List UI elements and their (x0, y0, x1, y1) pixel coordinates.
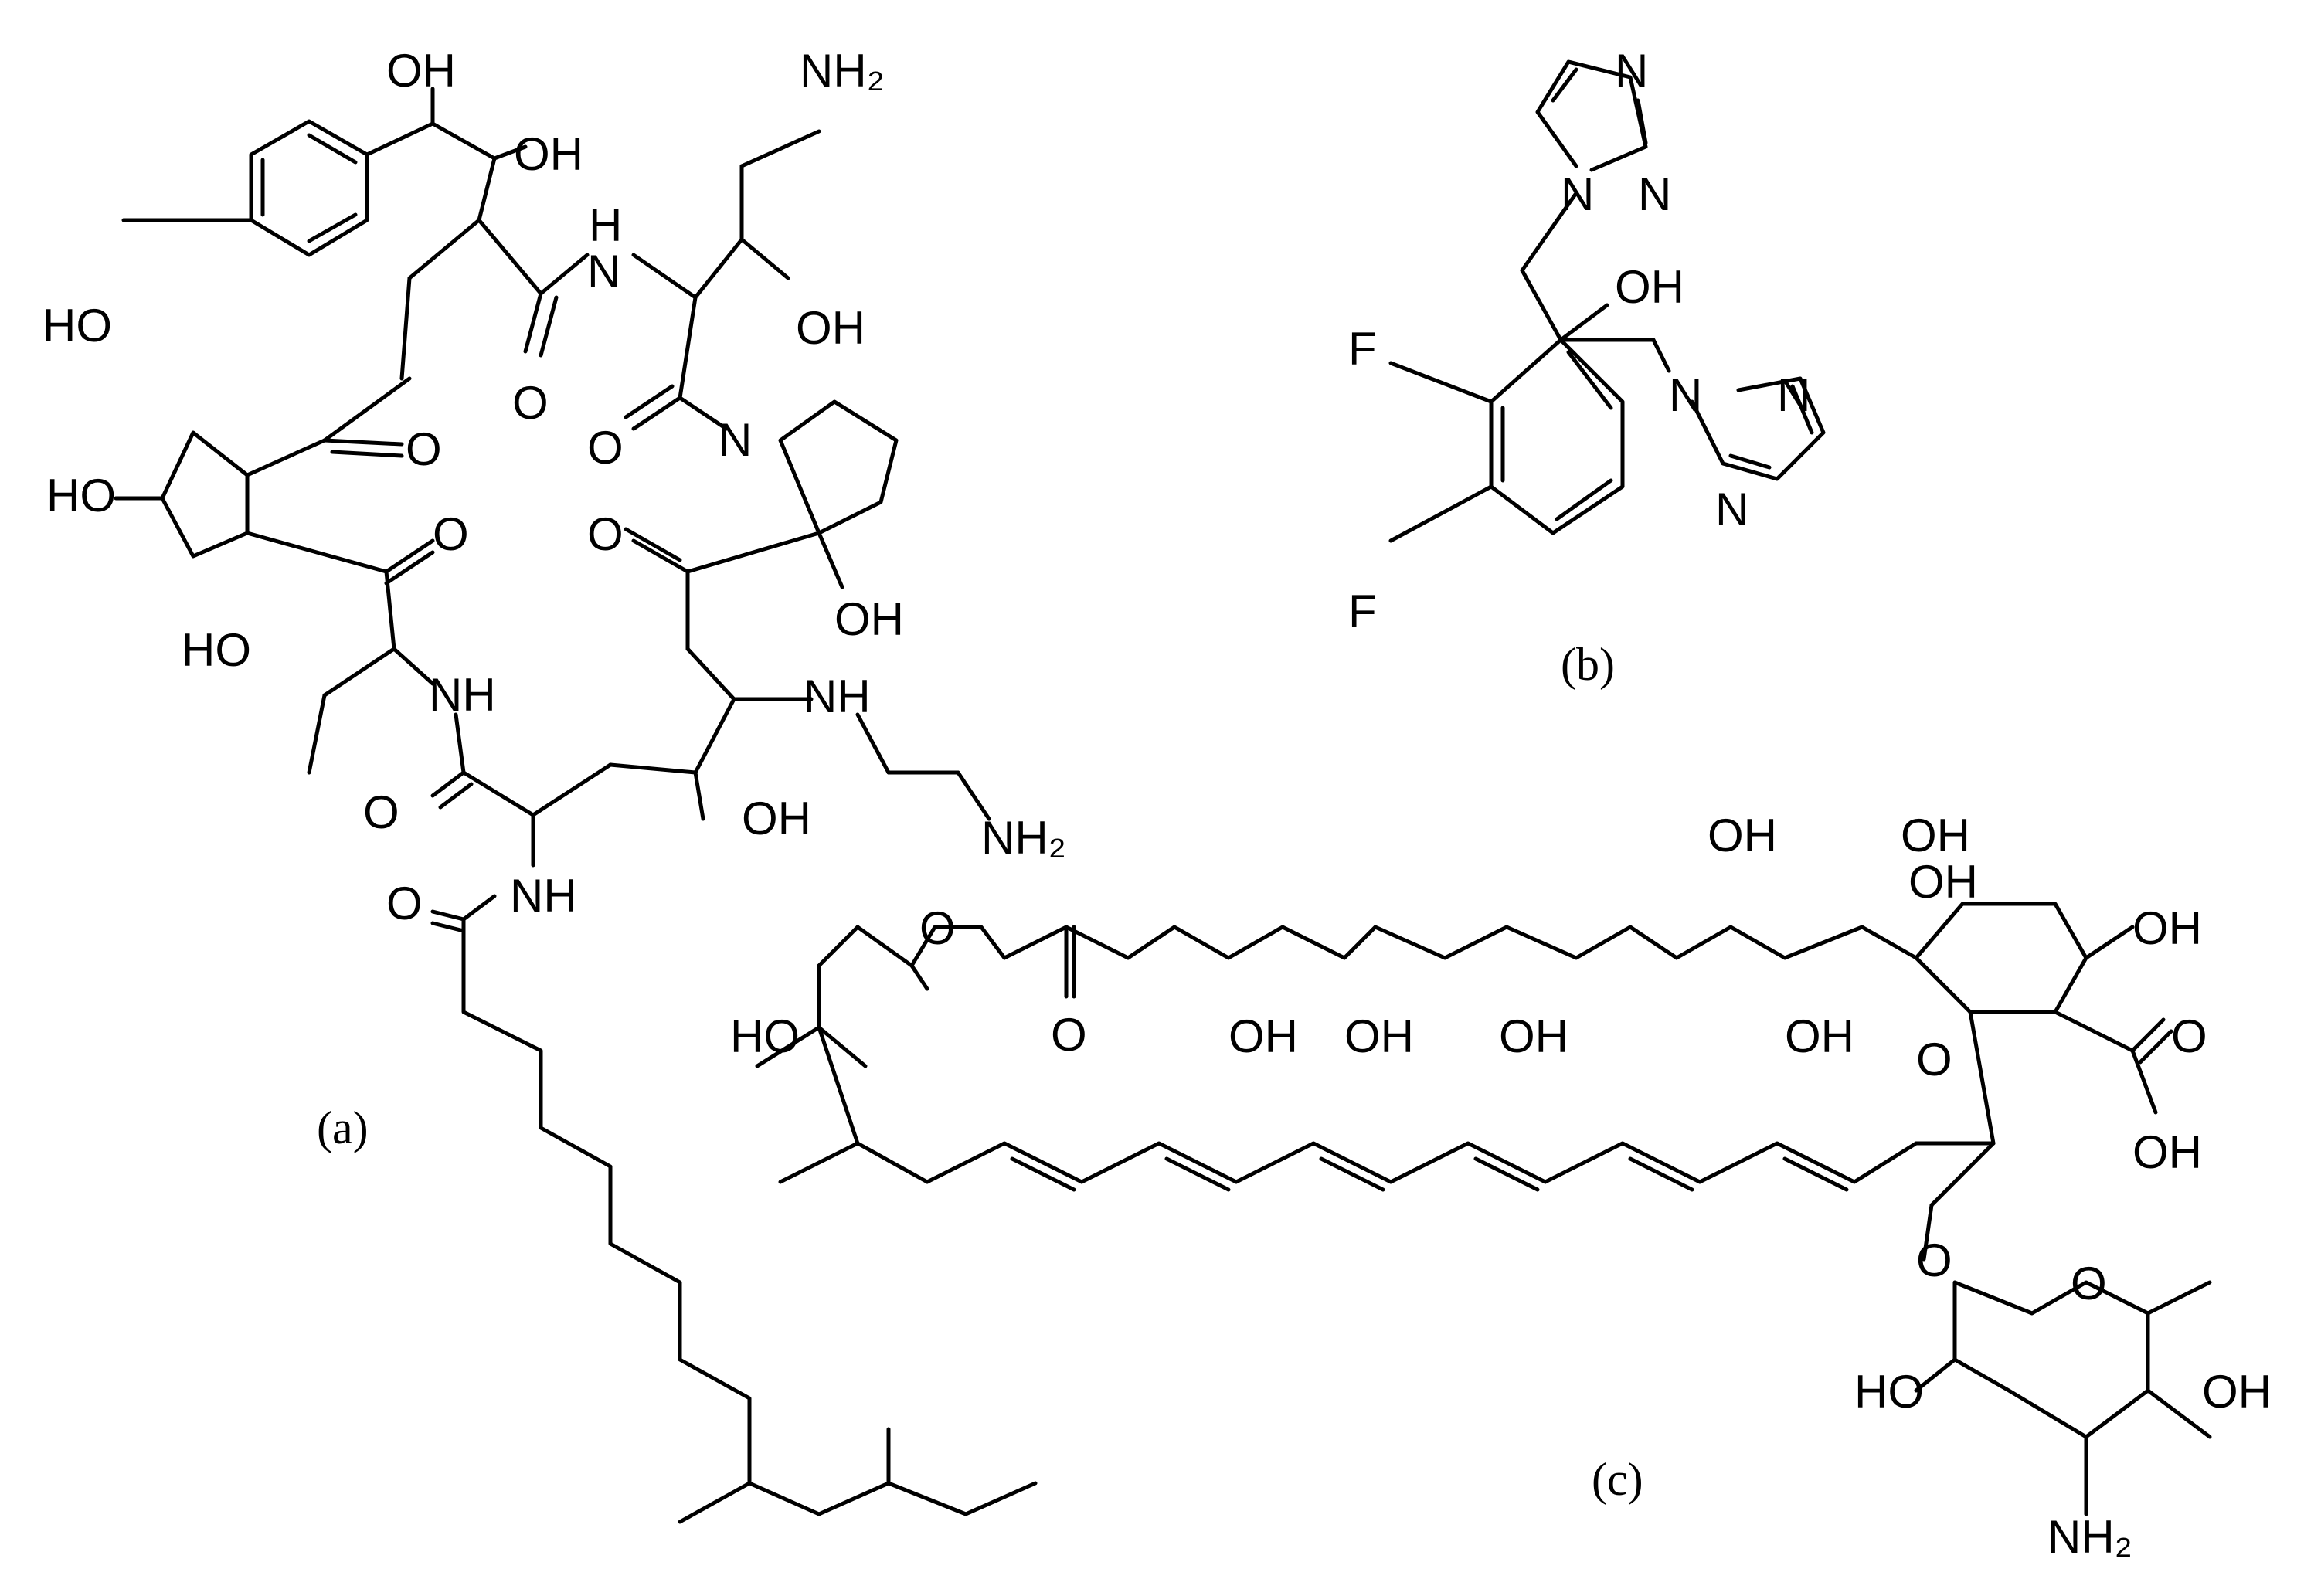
atom-label: OH (1908, 856, 1978, 908)
atom-label: N (1561, 168, 1594, 220)
atom-label: OH (834, 593, 904, 645)
atom-label: OH (742, 793, 811, 844)
atom-label: HO (46, 470, 116, 521)
atom-label: HO (730, 1010, 800, 1062)
structure-b-bonds (1388, 59, 1826, 543)
atom-label: O (2071, 1258, 2107, 1309)
atom-label: HO (182, 624, 251, 676)
atom-label: F (1348, 323, 1377, 375)
atom-label: O (919, 902, 956, 954)
atom-label: NH (804, 671, 871, 722)
atom-label: N (1777, 369, 1810, 421)
structure-a-bonds (114, 87, 1038, 1524)
atom-label: H (589, 199, 622, 251)
atom-label: OH (1228, 1010, 1298, 1062)
atom-label: O (386, 878, 423, 929)
structure-c-bonds (755, 902, 2212, 1516)
atom-label: OH (1785, 1010, 1854, 1062)
atom-label: NH₂ (800, 45, 885, 97)
atom-label: HO (42, 300, 112, 351)
atom-label: OH (2132, 1126, 2202, 1178)
atom-label: NH (510, 870, 577, 922)
atom-label: OH (2202, 1366, 2272, 1418)
atom-label: OH (1344, 1010, 1414, 1062)
atom-label: O (2171, 1010, 2207, 1062)
atom-label: O (433, 508, 469, 560)
atom-label: OH (2132, 902, 2202, 954)
caption-c: (c) (1592, 1454, 1643, 1505)
atom-label: N (719, 414, 752, 466)
atom-label: O (406, 423, 442, 475)
atom-label: N (1669, 369, 1702, 421)
atom-label: F (1348, 586, 1377, 637)
atom-label: OH (1708, 810, 1777, 861)
atom-label: OH (514, 128, 583, 180)
atom-label: O (1051, 1009, 1087, 1061)
atom-label: OH (1499, 1010, 1568, 1062)
atom-label: O (1916, 1234, 1952, 1286)
atom-label: OH (386, 45, 456, 97)
atom-label: OH (796, 302, 865, 354)
structure-b-atom-labels: N N N OH F N N N F (1348, 45, 1810, 637)
atom-label: OH (1615, 261, 1684, 313)
atom-label: NH (429, 669, 496, 721)
atom-label: O (587, 422, 624, 474)
atom-label: O (363, 786, 399, 838)
caption-b: (b) (1561, 639, 1615, 690)
atom-label: NH₂ (981, 812, 1066, 864)
atom-label: N (1615, 45, 1648, 97)
atom-label: NH₂ (2047, 1511, 2132, 1563)
atom-label: OH (1901, 810, 1970, 861)
atom-label: N (1638, 168, 1671, 220)
atom-label: N (587, 246, 620, 297)
structure-a-atom-labels: OH OH NH₂ H N HO OH O O O N HO O O OH HO… (42, 45, 1066, 929)
structure-c-atom-labels: O O OH OH OH OH OH OH OH OH HO O O OH O … (730, 810, 2272, 1563)
caption-a: (a) (317, 1102, 369, 1153)
atom-label: O (587, 508, 624, 560)
atom-label: O (512, 377, 549, 429)
atom-label: HO (1854, 1366, 1924, 1418)
atom-label: O (1916, 1034, 1952, 1085)
atom-label: N (1715, 484, 1748, 535)
